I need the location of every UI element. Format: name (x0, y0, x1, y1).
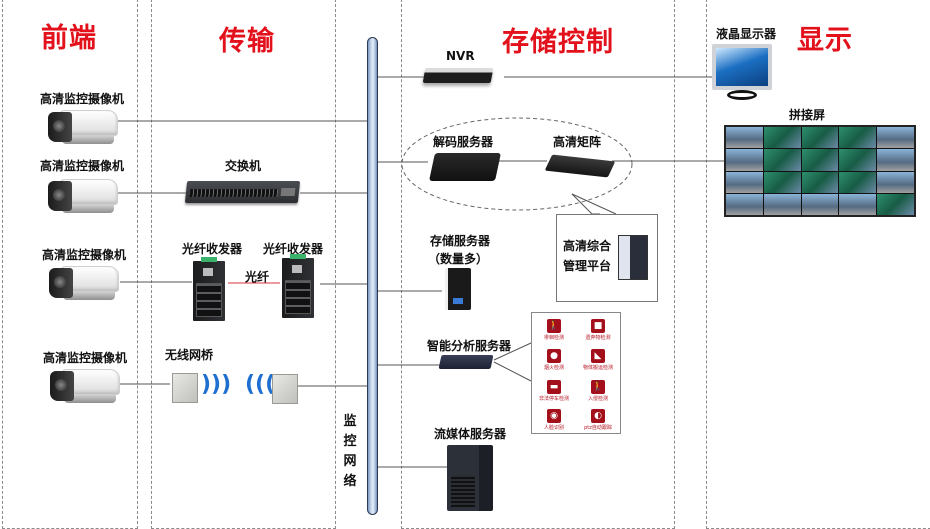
switch-label: 交换机 (225, 159, 262, 173)
management-server-icon (618, 235, 648, 280)
videowall-label: 拼接屏 (789, 108, 826, 122)
monitor-label: 液晶显示器 (716, 27, 777, 41)
analysis-server-icon (438, 355, 494, 369)
transceiver-right-label: 光纤收发器 (263, 242, 324, 256)
fire-icon: ● (547, 349, 561, 363)
ai-item-intrusion: 🚶入侵检测 (587, 380, 608, 402)
wireless-signal-right-icon: ))) (201, 372, 232, 397)
camera-1-label: 高清监控摄像机 (40, 92, 125, 106)
storage-server-sub: （数量多） (428, 252, 489, 266)
fiber-transceiver-right-icon (282, 254, 314, 318)
camera-1-icon (44, 108, 120, 148)
camera-4-label: 高清监控摄像机 (43, 351, 128, 365)
ptz-icon: ◐ (591, 409, 605, 423)
lcd-monitor-icon (712, 44, 772, 90)
mgmt-line2: 管理平台 (563, 259, 612, 273)
monitoring-network-bus (367, 37, 378, 515)
ai-item-loiter: 🚶徘徊检测 (543, 319, 564, 341)
switch-icon (184, 181, 301, 203)
ai-item-face: ◉人脸识别 (543, 409, 564, 431)
fiber-label: 光纤 (245, 270, 270, 284)
bus-label: 监 控 网 络 (343, 414, 357, 489)
videowall-icon (724, 125, 916, 217)
analysis-functions-callout: 🚶徘徊检测 ■遗弃物检测 ●烟火检测 ◣物体搬运检测 ▬非法停车检测 🚶入侵检测… (531, 312, 621, 434)
ai-item-fire: ●烟火检测 (543, 349, 564, 371)
fiber-transceiver-left-icon (193, 257, 225, 321)
camera-4-icon (46, 367, 122, 407)
face-icon: ◉ (547, 409, 561, 423)
ai-item-object-move: ◣物体搬运检测 (582, 349, 613, 371)
mgmt-line1: 高清综合 (563, 239, 612, 253)
camera-2-icon (44, 177, 120, 217)
storage-server-label: 存储服务器 (430, 234, 491, 248)
person-loiter-icon: 🚶 (547, 319, 561, 333)
camera-2-label: 高清监控摄像机 (40, 159, 125, 173)
decoder-label: 解码服务器 (433, 135, 494, 149)
camera-3-icon (45, 264, 121, 304)
zone-title-display: 显示 (797, 25, 853, 56)
transceiver-left-label: 光纤收发器 (182, 242, 243, 256)
wireless-bridge-right-icon (272, 374, 298, 404)
bag-icon: ■ (591, 319, 605, 333)
matrix-label: 高清矩阵 (553, 135, 602, 149)
analysis-server-label: 智能分析服务器 (427, 339, 512, 353)
camera-3-label: 高清监控摄像机 (42, 248, 127, 262)
monitor-stand (727, 90, 757, 100)
ai-item-illegal-parking: ▬非法停车检测 (538, 380, 569, 402)
streaming-server-icon (447, 445, 493, 511)
ai-item-abandoned: ■遗弃物检测 (585, 319, 611, 341)
nvr-icon (422, 68, 494, 83)
zone-title-frontend: 前端 (41, 23, 97, 54)
object-move-icon: ◣ (591, 349, 605, 363)
management-platform-callout: 高清综合 管理平台 (556, 214, 658, 302)
nvr-label: NVR (446, 49, 475, 63)
decoder-server-icon (429, 153, 501, 181)
storage-server-icon (445, 268, 471, 310)
intrusion-icon: 🚶 (591, 380, 605, 394)
wireless-bridge-label: 无线网桥 (165, 348, 214, 362)
wireless-bridge-left-icon (172, 373, 198, 403)
zone-title-transmission: 传输 (219, 26, 275, 57)
car-icon: ▬ (547, 380, 561, 394)
streaming-server-label: 流媒体服务器 (434, 427, 507, 441)
ai-item-ptz: ◐ptz自动跟踪 (584, 409, 612, 431)
zone-title-storage-control: 存储控制 (502, 27, 614, 58)
wireless-signal-left-icon: ((( (245, 372, 276, 397)
